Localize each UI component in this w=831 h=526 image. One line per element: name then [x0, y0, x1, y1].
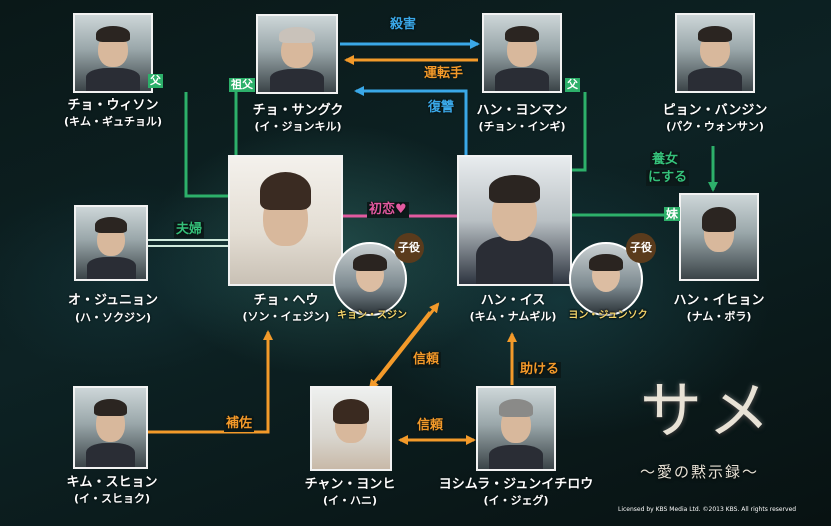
label-trust-upper: 信頼 [411, 352, 442, 368]
actor-han-isu: (キム・ナムギル) [469, 310, 557, 323]
photo-isu-child [569, 242, 643, 316]
label-father-left: 父 [148, 74, 163, 88]
actor-pyeon-bangjin: (パク・ウォンサン) [666, 120, 764, 133]
label-adopt-1: 養女 [650, 152, 681, 168]
photo-cho-woison [73, 13, 153, 93]
name-cho-hae-u: チョ・ヘウ [253, 293, 319, 308]
actor-cho-hae-u: (ソン・イェジン) [242, 310, 330, 323]
photo-chang-yonghi [310, 386, 392, 471]
name-cho-woison: チョ・ウィソン [67, 98, 159, 113]
actor-cho-woison: (キム・ギュチョル) [63, 115, 163, 128]
photo-oh-junyeong [74, 205, 148, 281]
child-badge-isu: 子役 [626, 233, 656, 263]
name-oh-junyeong: オ・ジュニョン [67, 293, 159, 308]
label-driver: 運転手 [424, 66, 464, 81]
father-left-line [184, 92, 230, 198]
logo-subtitle: ～愛の黙示録～ [640, 463, 760, 481]
photo-yoshimura [476, 386, 556, 471]
label-adopt-2: にする [646, 170, 690, 186]
actor-han-ihyeon: (ナム・ボラ) [686, 310, 752, 323]
name-hae-u-child: キョン・スジン [337, 310, 407, 321]
name-pyeon-bangjin: ピョン・バンジン [662, 103, 768, 118]
actor-oh-junyeong: (ハ・ソクジン) [74, 311, 152, 324]
label-sister: 妹 [664, 207, 681, 221]
photo-han-isu [457, 155, 572, 286]
license-text: Licensed by KBS Media Ltd. ©2013 KBS. Al… [618, 506, 797, 513]
name-yoshimura: ヨシムラ・ジュンイチロウ [438, 477, 594, 492]
assist-arrow [148, 330, 273, 434]
child-badge-hae-u: 子役 [394, 233, 424, 263]
photo-hae-u-child [333, 242, 407, 316]
photo-kim-suhyeon [73, 386, 148, 469]
name-cho-sangguk: チョ・サングク [252, 103, 344, 118]
label-father-right: 父 [565, 78, 580, 92]
photo-han-ihyeon [679, 193, 759, 281]
label-spouse: 夫婦 [174, 222, 205, 238]
label-first-love: 初恋♥ [367, 202, 409, 218]
photo-pyeon-bangjin [675, 13, 755, 93]
revenge-arrow [354, 86, 468, 155]
photo-han-yongman [482, 13, 562, 93]
father-right-line [572, 92, 587, 172]
label-trust-lower: 信頼 [415, 418, 446, 434]
actor-chang-yonghi: (イ・ハニ) [322, 494, 378, 507]
actor-han-yongman: (チョン・インギ) [478, 120, 566, 133]
label-help: 助ける [518, 362, 562, 378]
actor-kim-suhyeon: (イ・スヒョク) [73, 492, 151, 505]
label-revenge: 復讐 [428, 100, 455, 115]
photo-cho-hae-u [228, 155, 343, 286]
trust-upper-arrow-b [368, 311, 432, 390]
actor-yoshimura: (イ・ジェグ) [483, 494, 549, 507]
name-kim-suhyeon: キム・スヒョン [66, 475, 158, 490]
label-grandfather: 祖父 [229, 78, 255, 92]
name-han-yongman: ハン・ヨンマン [476, 103, 568, 118]
label-murder: 殺害 [390, 17, 417, 32]
name-isu-child: ヨン・ジュンソク [568, 310, 648, 321]
label-assist: 補佐 [224, 416, 255, 432]
photo-cho-sangguk [256, 14, 338, 94]
name-chang-yonghi: チャン・ヨンヒ [304, 477, 396, 492]
logo-title: サメ [640, 374, 777, 447]
name-han-ihyeon: ハン・イヒョン [673, 293, 765, 308]
actor-cho-sangguk: (イ・ジョンキル) [254, 120, 342, 133]
name-han-isu: ハン・イス [480, 293, 546, 308]
